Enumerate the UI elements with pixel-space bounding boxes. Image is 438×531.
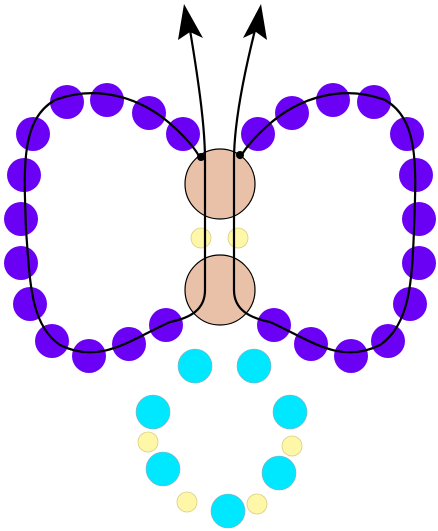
purple-bead [390, 117, 424, 151]
purple-bead [166, 117, 200, 151]
purple-bead [4, 202, 38, 236]
cyan-beads [136, 349, 307, 528]
purple-bead [112, 327, 146, 361]
right-thread-path [234, 30, 415, 352]
yellow-bead [247, 494, 267, 514]
yellow-bead [138, 432, 158, 452]
purple-bead [35, 324, 69, 358]
purple-bead [402, 246, 436, 280]
right-thread-arrow-icon [243, 4, 267, 40]
yellow-bead [228, 228, 248, 248]
cyan-bead [237, 349, 271, 383]
cyan-bead [262, 456, 296, 490]
yellow-bead [177, 492, 197, 512]
purple-bead [393, 287, 427, 321]
purple-beads [4, 83, 436, 373]
cyan-bead [178, 349, 212, 383]
cyan-bead [146, 452, 180, 486]
purple-bead [334, 339, 368, 373]
purple-bead [50, 85, 84, 119]
purple-bead [402, 202, 436, 236]
purple-bead [132, 96, 166, 130]
purple-bead [13, 287, 47, 321]
left-knot [197, 153, 205, 161]
purple-bead [72, 339, 106, 373]
cyan-bead [136, 395, 170, 429]
right-knot [236, 151, 244, 159]
purple-bead [316, 83, 350, 117]
tan-bead [185, 255, 255, 325]
tan-bead [185, 149, 255, 219]
yellow-bead [191, 228, 211, 248]
purple-bead [4, 246, 38, 280]
purple-bead [294, 327, 328, 361]
cyan-bead [211, 494, 245, 528]
purple-bead [16, 117, 50, 151]
purple-bead [371, 324, 405, 358]
left-thread-path [25, 30, 205, 352]
purple-bead [357, 85, 391, 119]
cyan-bead [273, 395, 307, 429]
yellow-bead [282, 436, 302, 456]
purple-bead [90, 83, 124, 117]
